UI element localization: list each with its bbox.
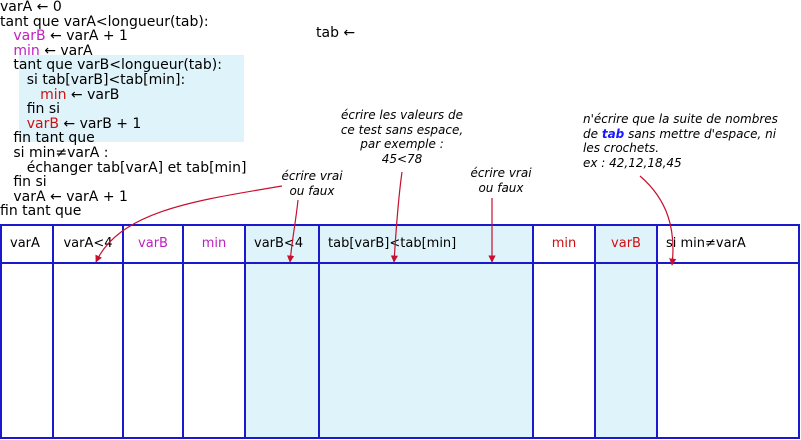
code-variable: min [40,86,67,103]
column-header: varB [138,236,168,251]
code-text: ← varA + 1 [45,28,128,45]
code-text: si min≠varA : [13,144,109,161]
code-line: min ← varB [0,86,246,103]
code-line: varB ← varB + 1 [0,115,246,132]
note-vrai-faux-2: écrire vrai ou faux [470,166,532,195]
code-text: fin si [26,101,61,118]
column-header: si min≠varA [666,236,746,251]
code-line: si min≠varA : [0,146,246,161]
code-text: varA ← varA + 1 [13,188,128,205]
code-text: ← varB + 1 [58,115,142,132]
column-input[interactable] [125,264,182,437]
column-input[interactable] [55,264,122,437]
code-text: fin tant que [0,203,82,220]
code-variable: varB [26,115,59,132]
code-line: tant que varA<longueur(tab): [0,13,246,30]
column-header: varB<4 [254,236,304,251]
column-header: varB [611,236,641,251]
note-tab-format: n'écrire que la suite de nombres de tab … [583,112,778,170]
code-line: varA ← varA + 1 [0,188,246,205]
code-variable: varB [13,28,46,45]
tab-keyword: tab [601,126,625,141]
note-test-values: écrire les valeurs de ce test sans espac… [340,108,464,166]
column-header: tab[varB]<tab[min] [328,236,457,251]
code-text: fin tant que [13,130,95,147]
code-text: tant que varA<longueur(tab): [0,13,209,30]
column-input[interactable] [185,264,244,437]
column-input[interactable] [321,264,532,437]
column-header: min [551,236,577,251]
column-header: varA [10,236,40,251]
code-line: échanger tab[varA] et tab[min] [0,159,247,176]
code-text: fin si [13,174,47,191]
code-line: si tab[varB]<tab[min]: [0,73,246,88]
code-text: si tab[varB]<tab[min]: [26,71,186,88]
code-text: tant que varB<longueur(tab): [13,57,222,74]
tab-input[interactable] [360,22,564,44]
code-variable: min [13,42,40,59]
code-line: fin si [0,102,246,117]
column-input[interactable] [535,264,594,437]
column-input[interactable] [3,264,52,437]
column-input[interactable] [597,264,656,437]
note-vrai-faux-1: écrire vrai ou faux [281,169,343,198]
column-input[interactable] [247,264,318,437]
code-text: échanger tab[varA] et tab[min] [26,159,247,176]
column-input[interactable] [659,264,798,437]
code-line: fin tant que [0,131,246,146]
column-header: varA<4 [63,236,113,251]
code-line: fin tant que [0,204,246,219]
code-line: fin si [0,175,246,190]
code-text: varA ← 0 [0,0,62,15]
code-line: tant que varB<longueur(tab): [0,58,246,73]
code-line: varB ← varA + 1 [0,29,246,44]
code-line: min ← varA [0,42,246,59]
tab-label: tab ← [316,25,356,41]
code-text: ← varB [66,86,120,103]
code-line: varA ← 0 [0,0,246,15]
column-header: min [201,236,227,251]
inner-loop-highlight [19,55,244,142]
code-text: ← varA [39,42,93,59]
